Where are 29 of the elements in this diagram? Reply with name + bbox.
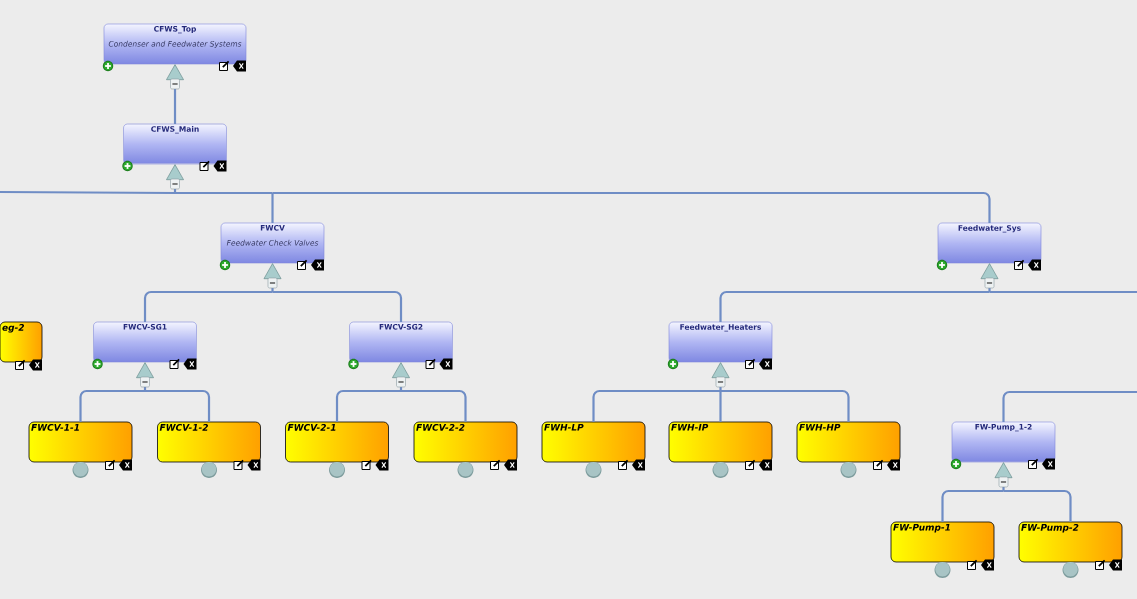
connector-line — [401, 389, 467, 422]
connector-line — [941, 489, 1004, 522]
connector-line — [1003, 489, 1072, 522]
connector-line — [271, 193, 274, 223]
item-node: FWCV-1-1 — [28, 421, 133, 463]
connector-line — [272, 191, 991, 223]
connector-line — [145, 389, 211, 422]
item-node: eg-2 — [0, 321, 43, 363]
item-node: FWCV-2-1 — [285, 421, 389, 463]
connector-line — [719, 290, 990, 322]
connector-line — [989, 290, 1137, 294]
item-node: FWH-HP — [796, 421, 901, 463]
item-node: FW-Pump-1 — [890, 521, 995, 563]
item-node: FWH-LP — [541, 421, 646, 463]
connector-line — [1002, 390, 1137, 422]
connector-line — [79, 389, 145, 422]
connector-line — [335, 389, 401, 422]
connector-line — [719, 391, 722, 422]
item-node: FWCV-1-2 — [157, 421, 261, 463]
connector-line — [175, 191, 273, 195]
connector-arrow — [166, 64, 184, 124]
connector-line — [592, 389, 721, 422]
connector-line — [272, 290, 403, 322]
item-node: FWCV-2-2 — [413, 421, 518, 463]
connector-line — [143, 290, 273, 322]
item-node: FWH-IP — [668, 421, 773, 463]
connector-line — [720, 389, 850, 422]
connector-line — [0, 190, 175, 195]
item-node: FW-Pump-2 — [1018, 521, 1123, 563]
